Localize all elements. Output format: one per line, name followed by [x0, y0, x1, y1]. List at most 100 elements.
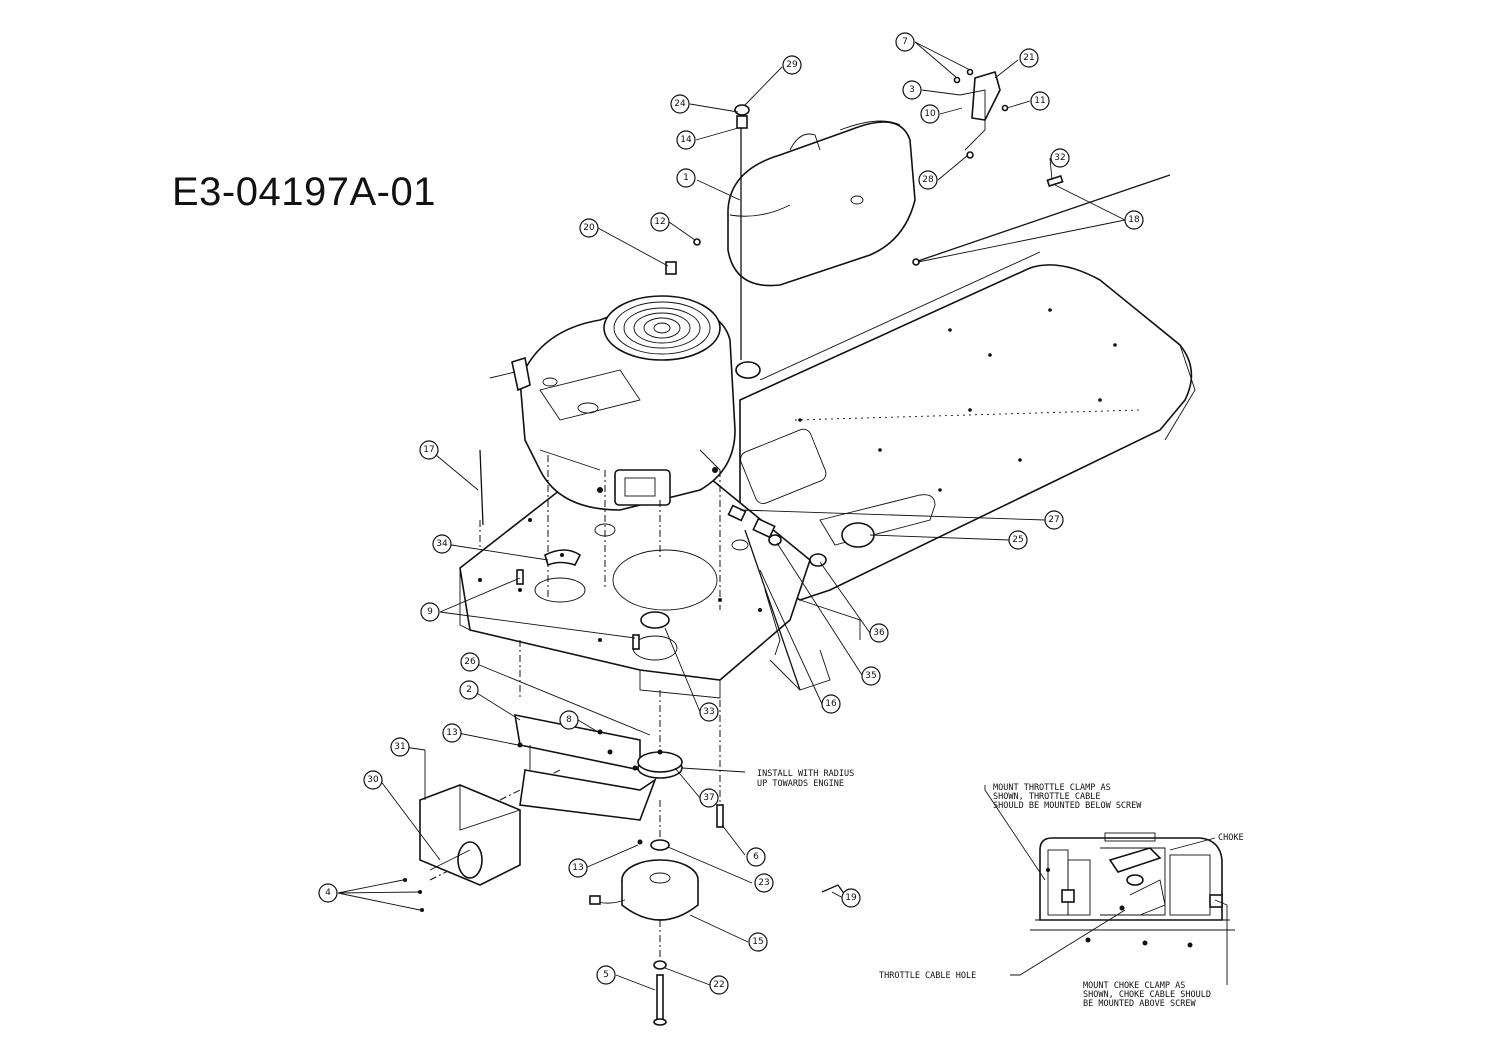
callout-26: 26	[460, 652, 480, 672]
callout-19: 19	[841, 888, 861, 908]
callout-number: 5	[603, 970, 609, 980]
engine	[489, 295, 736, 511]
callout-28: 28	[918, 170, 938, 190]
callout-circle	[650, 212, 670, 232]
callout-circle	[596, 965, 616, 985]
callout-circle	[459, 680, 479, 700]
callout-21: 21	[1019, 48, 1039, 68]
callout-circle	[895, 32, 915, 52]
callout-circle	[460, 652, 480, 672]
callout-number: 36	[873, 628, 885, 638]
callout-circle	[1008, 530, 1028, 550]
choke-clamp-line-2: SHOWN, CHOKE CABLE SHOULD	[1083, 990, 1211, 1000]
install-radius-line-1: INSTALL WITH RADIUS	[757, 769, 854, 779]
callout-17: 17	[419, 440, 439, 460]
callout-number: 15	[752, 937, 763, 947]
callout-circle	[918, 170, 938, 190]
hardware	[403, 68, 1171, 1026]
callout-circle	[841, 888, 861, 908]
callout-circle	[568, 858, 588, 878]
callout-1: 1	[676, 168, 696, 188]
callout-circle	[579, 218, 599, 238]
callout-circle	[709, 975, 729, 995]
throttle-clamp-line-3: SHOULD BE MOUNTED BELOW SCREW	[993, 801, 1142, 811]
callout-circle	[419, 440, 439, 460]
callout-18: 18	[1124, 210, 1144, 230]
leader-lines	[337, 41, 1126, 991]
callout-number: 34	[436, 539, 448, 549]
callout-number: 9	[427, 607, 433, 617]
callout-circle	[432, 534, 452, 554]
callout-number: 25	[1012, 535, 1023, 545]
callout-circle	[442, 723, 462, 743]
callout-circle	[318, 883, 338, 903]
callout-circle	[676, 168, 696, 188]
callout-12: 12	[650, 212, 670, 232]
callouts: 2924141721311102832182012172725349363516…	[318, 32, 1144, 995]
callout-number: 13	[446, 728, 457, 738]
callout-20: 20	[579, 218, 599, 238]
callout-number: 33	[703, 707, 714, 717]
callout-22: 22	[709, 975, 729, 995]
callout-number: 23	[758, 878, 769, 888]
callout-number: 2	[466, 685, 472, 695]
callout-number: 28	[922, 175, 934, 185]
callout-13: 13	[568, 858, 588, 878]
callout-number: 32	[1054, 153, 1065, 163]
callout-circle	[1019, 48, 1039, 68]
install-radius-note: INSTALL WITH RADIUS UP TOWARDS ENGINE	[757, 769, 854, 789]
callout-number: 29	[786, 60, 798, 70]
callout-circle	[363, 770, 383, 790]
callout-36: 36	[869, 623, 889, 643]
callout-circle	[420, 602, 440, 622]
callout-circle	[1044, 510, 1064, 530]
callout-number: 8	[566, 715, 572, 725]
choke-clamp-line-3: BE MOUNTED ABOVE SCREW	[1083, 999, 1196, 1009]
callout-circle	[754, 873, 774, 893]
callout-4: 4	[318, 883, 338, 903]
callout-circle	[748, 932, 768, 952]
callout-31: 31	[390, 737, 410, 757]
callout-number: 3	[909, 85, 915, 95]
callout-number: 18	[1128, 215, 1140, 225]
choke-label: CHOKE	[1218, 833, 1244, 843]
callout-number: 1	[683, 173, 689, 183]
inset-notes: MOUNT THROTTLE CLAMP AS SHOWN, THROTTLE …	[879, 783, 1244, 1009]
callout-13: 13	[442, 723, 462, 743]
callout-circle	[699, 788, 719, 808]
callout-circle	[782, 55, 802, 75]
callout-7: 7	[895, 32, 915, 52]
callout-number: 22	[713, 980, 724, 990]
callout-number: 16	[825, 699, 837, 709]
callout-circle	[1050, 148, 1070, 168]
callout-37: 37	[699, 788, 719, 808]
install-radius-line-2: UP TOWARDS ENGINE	[757, 779, 844, 789]
callout-number: 10	[924, 109, 936, 119]
fuel-tank	[727, 120, 916, 287]
callout-number: 26	[464, 657, 476, 667]
callout-number: 19	[845, 893, 857, 903]
callout-number: 4	[325, 888, 331, 898]
carburetor-inset	[984, 785, 1235, 985]
callout-34: 34	[432, 534, 452, 554]
callout-27: 27	[1044, 510, 1064, 530]
callout-32: 32	[1050, 148, 1070, 168]
callout-circle	[670, 94, 690, 114]
callout-11: 11	[1030, 91, 1050, 111]
callout-6: 6	[746, 847, 766, 867]
throttle-cable-hole-label: THROTTLE CABLE HOLE	[879, 971, 976, 981]
diagram-id: E3-04197A-01	[172, 170, 436, 214]
callout-number: 13	[572, 863, 583, 873]
callout-number: 37	[703, 793, 714, 803]
callout-number: 12	[654, 217, 665, 227]
callout-3: 3	[902, 80, 922, 100]
callout-5: 5	[596, 965, 616, 985]
callout-circle	[821, 694, 841, 714]
callout-25: 25	[1008, 530, 1028, 550]
callout-circle	[902, 80, 922, 100]
callout-circle	[1030, 91, 1050, 111]
frame-plate	[739, 251, 1196, 691]
throttle-clamp-line-2: SHOWN, THROTTLE CABLE	[993, 792, 1100, 802]
callout-10: 10	[920, 104, 940, 124]
